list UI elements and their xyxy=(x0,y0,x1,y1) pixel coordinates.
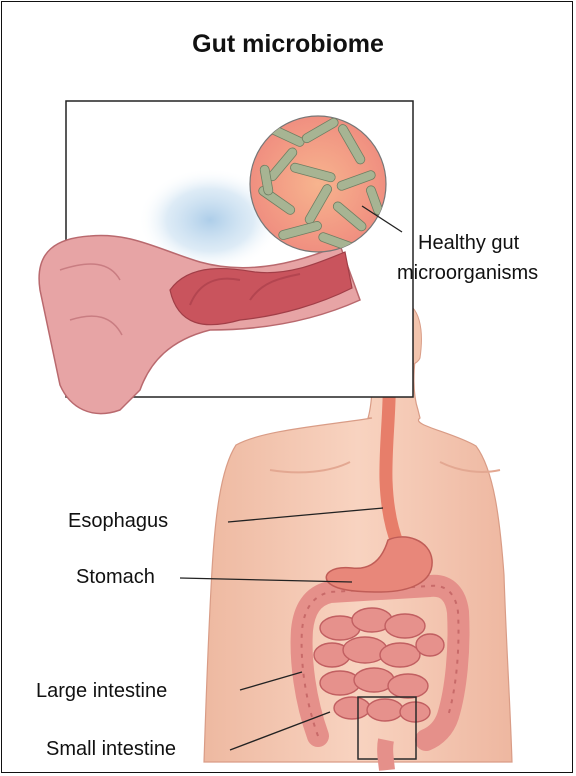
label-microbes-line2: microorganisms xyxy=(397,262,538,285)
label-microbes-line1: Healthy gut xyxy=(418,232,519,255)
label-large-intestine: Large intestine xyxy=(36,680,167,703)
label-small-intestine: Small intestine xyxy=(46,738,176,761)
microorganism-circle xyxy=(250,116,386,254)
label-stomach: Stomach xyxy=(76,566,155,589)
label-esophagus: Esophagus xyxy=(68,510,168,533)
